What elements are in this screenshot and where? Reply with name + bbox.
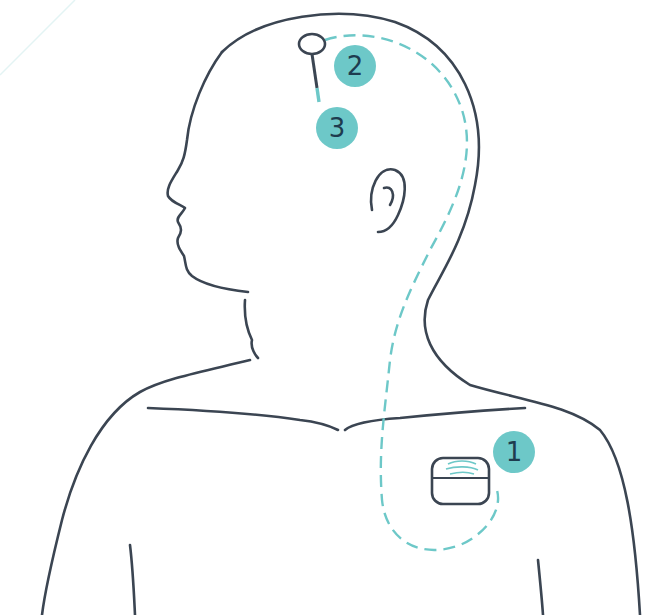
electrode-head: [299, 34, 325, 54]
depth-electrode: [317, 88, 319, 102]
neck-front: [245, 300, 258, 358]
left-shoulder: [42, 360, 250, 615]
callout-number: 1: [493, 431, 535, 473]
head-back-outline: [222, 14, 640, 615]
callout-number: 3: [316, 107, 358, 149]
neurostimulator: [432, 458, 489, 504]
face-profile: [168, 52, 248, 292]
torso-left: [130, 545, 135, 615]
collarbone-left: [148, 408, 338, 430]
callout-number: 2: [334, 45, 376, 87]
decor-line: [0, 0, 75, 75]
collarbone-right: [345, 408, 525, 430]
depth-lead: [312, 54, 317, 88]
ear: [371, 169, 405, 232]
torso-right: [538, 560, 543, 615]
